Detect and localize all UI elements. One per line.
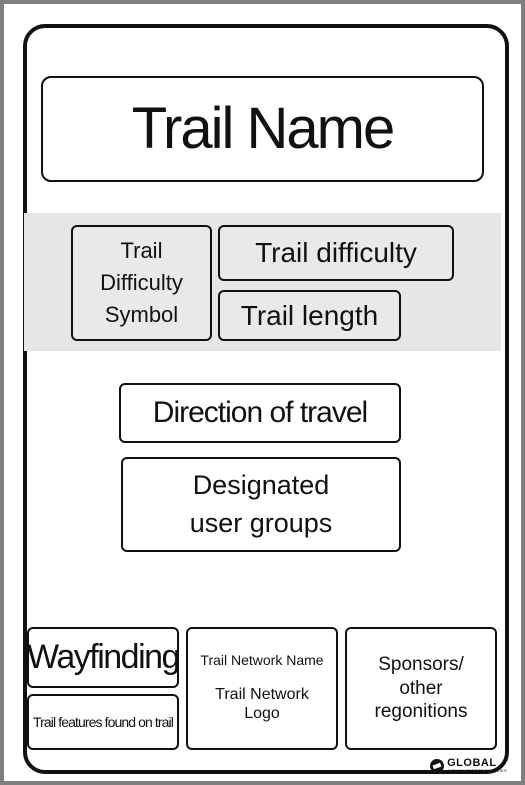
- brand-subtitle: ACTION SPORTS SUPPLIES: [447, 768, 507, 773]
- difficulty-symbol-label: Trail Difficulty Symbol: [100, 238, 183, 327]
- trail-difficulty-box: Trail difficulty: [218, 225, 454, 281]
- trail-difficulty-label: Trail difficulty: [255, 237, 417, 269]
- direction-label: Direction of travel: [152, 396, 368, 429]
- wayfinding-label: Wayfinding: [27, 638, 180, 677]
- brand-title: GLOBAL: [447, 757, 497, 769]
- direction-box: Direction of travel: [119, 383, 401, 443]
- wayfinding-box: Wayfinding: [27, 627, 180, 688]
- sponsors-box: Sponsors/ other regonitions: [345, 627, 497, 750]
- trail-features-box: Trail features found on trail: [27, 694, 179, 750]
- trail-network-box: Trail Network Name Trail Network Logo: [186, 627, 338, 750]
- trail-network-name-label: Trail Network Name: [200, 651, 324, 668]
- user-groups-label: Designated user groups: [189, 469, 333, 538]
- trail-name-label: Trail Name: [131, 96, 395, 162]
- trail-name-box: Trail Name: [41, 76, 484, 182]
- trail-length-label: Trail length: [240, 299, 379, 331]
- user-groups-box: Designated user groups: [121, 457, 401, 552]
- global-brand-logo: GLOBAL ACTION SPORTS SUPPLIES: [430, 758, 507, 773]
- trail-length-box: Trail length: [218, 290, 401, 341]
- trail-features-label: Trail features found on trail: [33, 713, 174, 730]
- trail-network-logo-label: Trail Network Logo: [215, 686, 309, 722]
- global-logo-icon: [430, 758, 445, 773]
- difficulty-symbol-box: Trail Difficulty Symbol: [71, 225, 212, 341]
- sponsors-label: Sponsors/ other regonitions: [374, 653, 468, 723]
